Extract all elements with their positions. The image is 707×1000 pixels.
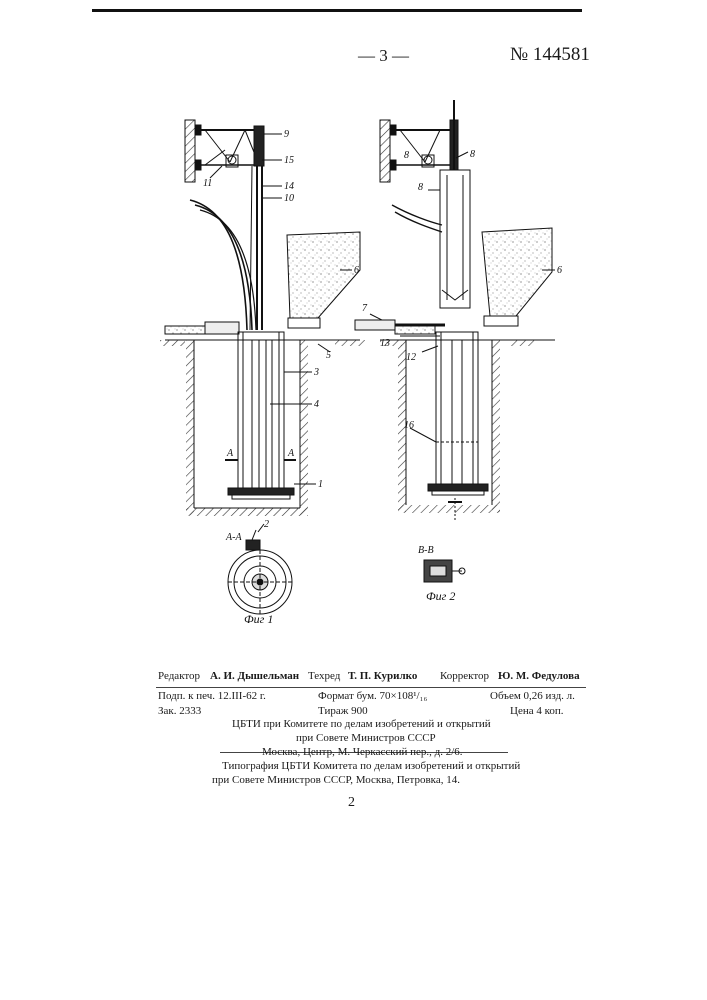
svg-text:15: 15 xyxy=(284,155,294,166)
org-line-3: Москва, Центр, М. Черкасский пер., д. 2/… xyxy=(262,746,463,758)
editor-name: А. И. Дышельман xyxy=(210,670,299,682)
typography-line-2: при Совете Министров СССР, Москва, Петро… xyxy=(212,774,460,786)
svg-text:5: 5 xyxy=(326,350,331,361)
paper-format: Формат бум. 70×108¹/₁₆ xyxy=(318,690,427,702)
imprint-rule xyxy=(156,687,586,688)
corrector-role: Корректор xyxy=(440,670,489,682)
svg-text:14: 14 xyxy=(284,181,294,192)
svg-text:А: А xyxy=(287,448,295,459)
svg-text:1: 1 xyxy=(318,479,323,490)
tech-name: Т. П. Курилко xyxy=(348,670,417,682)
svg-text:16: 16 xyxy=(404,420,414,431)
svg-text:6: 6 xyxy=(354,265,359,276)
fig1-drawing xyxy=(160,120,365,614)
svg-text:3: 3 xyxy=(313,367,319,378)
org-line-1: ЦБТИ при Комитете по делам изобретений и… xyxy=(232,718,491,730)
tech-role: Техред xyxy=(308,670,340,682)
order-number: Зак. 2333 xyxy=(158,705,201,717)
print-run: Тираж 900 xyxy=(318,705,368,717)
svg-text:4: 4 xyxy=(314,399,319,410)
svg-text:А-А: А-А xyxy=(225,532,242,543)
svg-text:7: 7 xyxy=(362,303,368,314)
svg-text:10: 10 xyxy=(284,193,294,204)
fig1-labels: 9 15 11 14 10 6 5 3 4 1 2 А А А-А Фиг 1 xyxy=(203,129,359,626)
svg-text:8: 8 xyxy=(404,150,409,161)
signed-date: Подп. к печ. 12.III-62 г. xyxy=(158,690,266,702)
svg-text:12: 12 xyxy=(406,352,416,363)
svg-text:Фиг 1: Фиг 1 xyxy=(244,612,273,626)
volume: Объем 0,26 изд. л. xyxy=(490,690,575,702)
editor-role: Редактор xyxy=(158,670,200,682)
svg-text:2: 2 xyxy=(264,519,269,530)
svg-text:В-В: В-В xyxy=(418,545,434,556)
svg-text:13: 13 xyxy=(380,338,390,349)
svg-text:8: 8 xyxy=(470,149,475,160)
svg-text:А: А xyxy=(226,448,234,459)
svg-text:6: 6 xyxy=(557,265,562,276)
svg-text:9: 9 xyxy=(284,129,289,140)
svg-text:8: 8 xyxy=(418,182,423,193)
corrector-name: Ю. М. Федулова xyxy=(498,670,580,682)
technical-drawing: 9 15 11 14 10 6 5 3 4 1 2 А А А-А Фиг 1 xyxy=(0,0,707,660)
svg-text:Фиг 2: Фиг 2 xyxy=(426,589,455,603)
typography-line-1: Типография ЦБТИ Комитета по делам изобре… xyxy=(222,760,520,772)
price: Цена 4 коп. xyxy=(510,705,564,717)
svg-text:11: 11 xyxy=(203,178,212,189)
org-line-2: при Совете Министров СССР xyxy=(296,732,436,744)
bottom-page-number: 2 xyxy=(348,795,355,811)
